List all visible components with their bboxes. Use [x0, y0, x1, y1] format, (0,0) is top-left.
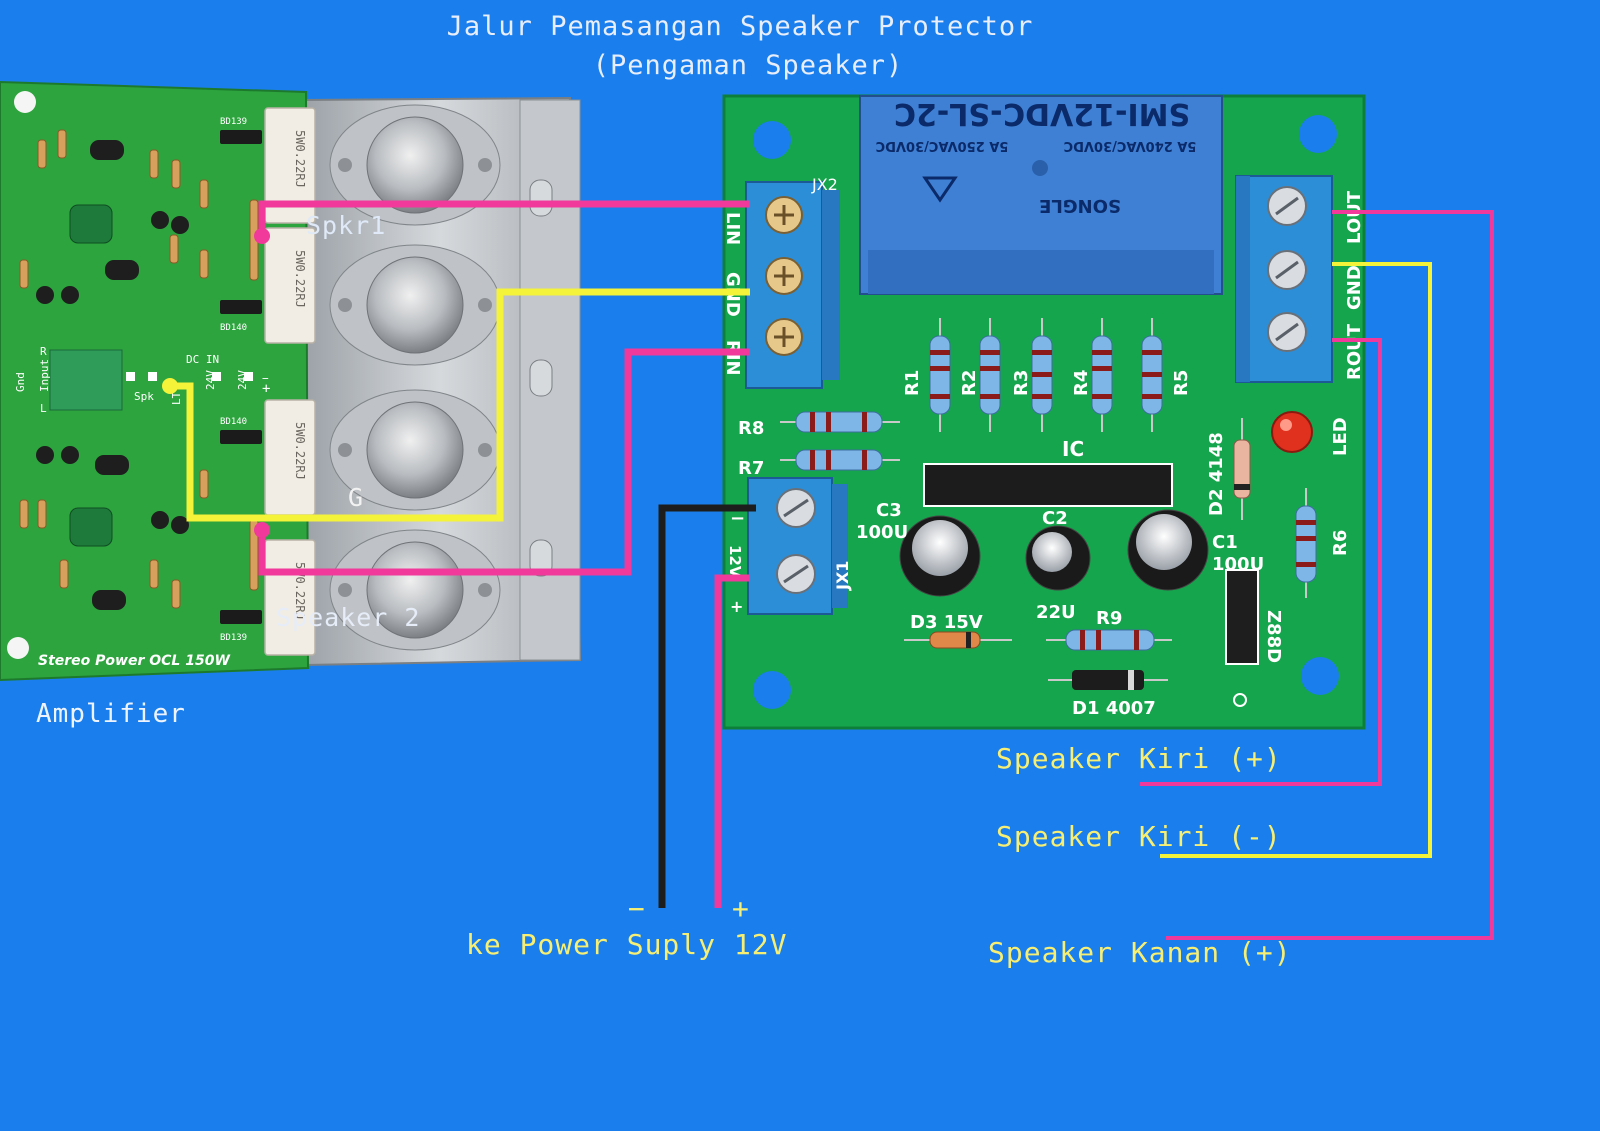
- amp-res-label-3: 5W0.22RJ: [293, 422, 307, 480]
- capacitor-c2: C2 22U: [1025, 508, 1091, 623]
- capacitor-c1: C1 100U: [1127, 509, 1264, 591]
- amp-gnd-label: Gnd: [14, 372, 27, 392]
- amp-speaker2-label: Speaker 2: [276, 603, 420, 632]
- lout-label: LOUT: [1344, 190, 1365, 244]
- amp-res-label-1: 5W0.22RJ: [293, 130, 307, 188]
- r2-label: R2: [959, 370, 980, 396]
- gnd-right-label: GND: [1344, 265, 1365, 310]
- relay-model: SMI-12VDC-SL-2C: [894, 96, 1190, 131]
- wire-rout-to-speaker-kiri-plus: [1140, 338, 1382, 786]
- mounting-holes: [753, 115, 1339, 709]
- r9-label: R9: [1096, 608, 1122, 629]
- amp-res-label-4: 5W0.22RJ: [293, 562, 307, 620]
- amp-res-label-2: 5W0.22RJ: [293, 250, 307, 308]
- jx1-12v-label: 12V: [726, 545, 744, 578]
- wire-lout-to-speaker-kanan-plus: [1166, 210, 1494, 940]
- amp-minus-label: −: [262, 372, 269, 385]
- z88d-label: Z88D: [1263, 610, 1284, 663]
- amp-bd140-label-a: BD140: [220, 323, 247, 333]
- power-transistors: [329, 104, 501, 651]
- d1-label: D1 4007: [1072, 698, 1156, 719]
- d2-label: D2 4148: [1206, 432, 1227, 516]
- r7-label: R7: [738, 458, 764, 479]
- resistors-horizontal: R8 R7: [738, 411, 900, 479]
- amp-small-components: [7, 91, 259, 659]
- wire-speaker2-to-rin: [258, 348, 750, 576]
- amplifier-caption: Amplifier: [36, 699, 186, 729]
- c3-value: 100U: [856, 522, 908, 543]
- amp-spk-label: Spk: [134, 390, 154, 403]
- resistors-vertical: R1 R2 R3 R4 R5: [902, 318, 1192, 432]
- power-plus-label: +: [732, 892, 750, 925]
- speaker-kiri-plus-label: Speaker Kiri (+): [996, 742, 1282, 775]
- amp-board-brand: Stereo Power OCL 150W: [38, 653, 230, 669]
- amp-lt-label: LT: [170, 391, 183, 405]
- amp-g-label: G: [348, 483, 364, 512]
- ic-chip: IC: [923, 437, 1173, 507]
- terminal-jx2: JX2 LIN GND RIN: [722, 175, 840, 389]
- led-label: LED: [1330, 417, 1351, 456]
- c1-label: C1: [1212, 532, 1238, 553]
- rout-label: ROUT: [1344, 323, 1365, 380]
- lin-label: LIN: [722, 212, 743, 245]
- r3-label: R3: [1011, 370, 1032, 396]
- rin-label: RIN: [722, 340, 743, 376]
- amp-spkr1-label: Spkr1: [306, 211, 386, 240]
- ic-label: IC: [1062, 437, 1084, 461]
- protector-board: SMI-12VDC-SL-2C 5A 250VAC/30VDC 5A 240VA…: [722, 94, 1366, 730]
- relay-rating-1: 5A 250VAC/30VDC: [876, 138, 1009, 153]
- speaker-kanan-plus-label: Speaker Kanan (+): [988, 936, 1292, 969]
- transistor-z88d: Z88D: [1225, 569, 1284, 707]
- resistor-r9: R9: [1046, 608, 1172, 651]
- title-line-1: Jalur Pemasangan Speaker Protector: [447, 11, 1034, 42]
- jx1-minus-label: −: [730, 508, 745, 529]
- terminal-jx1: JX1 − 12V +: [726, 477, 852, 616]
- resistor-r6: R6: [1295, 488, 1351, 598]
- r5-label: R5: [1171, 370, 1192, 396]
- wires: [162, 200, 1494, 940]
- power-supply-label: ke Power Suply 12V: [466, 928, 787, 961]
- r8-label: R8: [738, 418, 764, 439]
- jx1-label: JX1: [833, 561, 852, 591]
- wire-spkr1-to-lin: [258, 200, 750, 236]
- amp-bd139-label: BD139: [220, 117, 247, 127]
- speaker-kiri-minus-label: Speaker Kiri (-): [996, 820, 1282, 853]
- amp-bd140-label-b: BD140: [220, 417, 247, 427]
- c3-label: C3: [876, 500, 902, 521]
- r4-label: R4: [1071, 370, 1092, 396]
- amplifier-board: 5W0.22RJ 5W0.22RJ 5W0.22RJ 5W0.22RJ BD13…: [0, 80, 582, 682]
- jx1-plus-label: +: [730, 597, 743, 616]
- diode-d3: D3 15V: [904, 612, 1012, 649]
- c2-value: 22U: [1036, 602, 1076, 623]
- relay-brand: SONGLE: [1039, 195, 1121, 216]
- wire-power-negative: [658, 504, 756, 908]
- wire-g-to-gnd: [170, 288, 750, 522]
- terminal-output: LOUT GND ROUT: [1235, 175, 1365, 383]
- amp-plus-label: +: [262, 381, 270, 397]
- amp-r-label: R: [40, 345, 47, 358]
- amp-bd139-label-b: BD139: [220, 633, 247, 643]
- led: LED: [1271, 411, 1351, 456]
- wire-gnd-to-speaker-kiri-minus: [1160, 262, 1432, 858]
- title-line-2: (Pengaman Speaker): [593, 50, 904, 81]
- jx2-label: JX2: [811, 175, 838, 194]
- relay-rating-2: 5A 240VAC/30VDC: [1064, 138, 1197, 153]
- amp-input-label: Input: [38, 359, 51, 392]
- r1-label: R1: [902, 370, 923, 396]
- amp-dc-in-label: DC IN: [186, 353, 219, 366]
- d3-label: D3 15V: [910, 612, 983, 633]
- relay: SMI-12VDC-SL-2C 5A 250VAC/30VDC 5A 240VA…: [859, 95, 1223, 295]
- r6-label: R6: [1330, 530, 1351, 556]
- diode-d1: D1 4007: [1048, 670, 1168, 719]
- capacitor-c3: C3 100U: [856, 500, 981, 597]
- c2-label: C2: [1042, 508, 1068, 529]
- diode-d2: D2 4148: [1206, 418, 1251, 520]
- power-minus-label: −: [628, 892, 646, 925]
- wire-power-positive: [714, 574, 750, 908]
- amp-l-label: L: [40, 402, 47, 415]
